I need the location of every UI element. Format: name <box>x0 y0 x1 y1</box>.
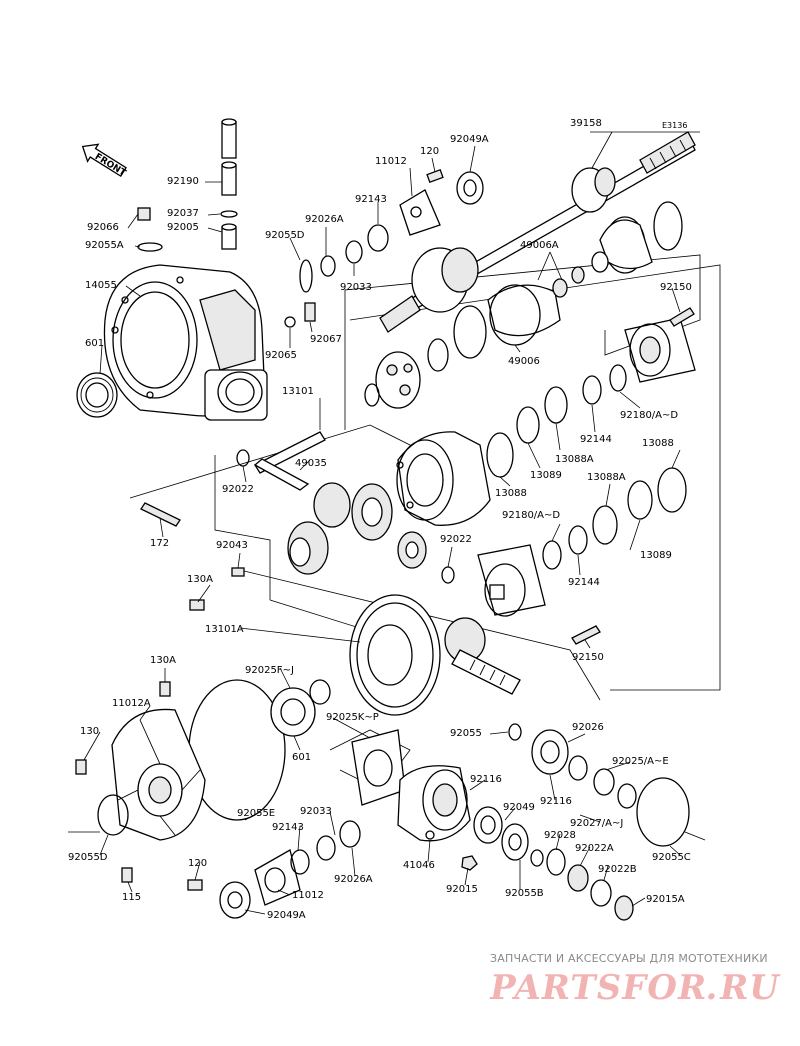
part-label-92055d: 92055D <box>265 230 305 241</box>
part-label-130a-bot: 130A <box>150 655 176 666</box>
part-label-92025-a-e: 92025/A~E <box>612 756 669 767</box>
ring-gear-pinion <box>349 594 521 716</box>
watermark-logo: PARTSFOR.RU <box>486 968 784 1008</box>
front-arrow-icon: FRONT <box>81 143 128 179</box>
part-label-92005: 92005 <box>167 222 199 233</box>
svg-text:E3136: E3136 <box>662 121 687 130</box>
part-label-92055e: 92055E <box>237 808 276 819</box>
part-label-92043: 92043 <box>216 540 248 551</box>
part-label-92055: 92055 <box>450 728 482 739</box>
part-label-92022-mid: 92022 <box>440 534 472 545</box>
part-label-92049: 92049 <box>503 802 535 813</box>
part-label-92027-a-j: 92027/A~J <box>570 818 624 829</box>
part-label-92026a-bot: 92026A <box>334 874 373 885</box>
part-label-120-bot: 120 <box>188 858 208 869</box>
part-label-13088-mid: 13088 <box>495 488 527 499</box>
part-label-14055: 14055 <box>85 280 117 291</box>
part-label-41046: 41046 <box>403 860 435 871</box>
part-label-11012: 11012 <box>375 156 407 167</box>
drive-shaft-assembly <box>299 131 696 409</box>
part-label-49035: 49035 <box>295 458 327 469</box>
part-label-115: 115 <box>122 892 142 903</box>
part-label-92049a: 92049A <box>450 134 489 145</box>
part-label-11012-bot: 11012 <box>292 890 324 901</box>
part-label-13088: 13088 <box>642 438 674 449</box>
part-label-92049a-bot: 92049A <box>267 910 306 921</box>
part-label-130a: 130A <box>187 574 213 585</box>
part-label-49006: 49006 <box>508 356 540 367</box>
part-label-92180-a-d: 92180/A~D <box>620 410 679 421</box>
differential-assembly <box>140 307 696 645</box>
part-label-601-bot: 601 <box>292 752 312 763</box>
part-label-92116-a: 92116 <box>470 774 502 785</box>
part-label-92028: 92028 <box>544 830 576 841</box>
part-label-92066: 92066 <box>87 222 119 233</box>
part-label-92150: 92150 <box>660 282 692 293</box>
part-label-49006a: 49006A <box>520 240 559 251</box>
part-label-92055a: 92055A <box>85 240 124 251</box>
part-label-172: 172 <box>150 538 170 549</box>
part-label-92015: 92015 <box>446 884 478 895</box>
part-label-92143: 92143 <box>355 194 387 205</box>
part-label-601: 601 <box>85 338 105 349</box>
part-label-92055c: 92055C <box>652 852 691 863</box>
part-label-92116-b: 92116 <box>540 796 572 807</box>
watermark-tagline: ЗАПЧАСТИ И АКСЕССУАРЫ ДЛЯ МОТОТЕХНИКИ <box>490 952 768 965</box>
part-label-92025f-j: 92025F~J <box>245 665 294 676</box>
part-label-11012a: 11012A <box>112 698 151 709</box>
part-label-92022a: 92022A <box>575 843 614 854</box>
part-label-13101: 13101 <box>282 386 314 397</box>
part-label-92150-mid: 92150 <box>572 652 604 663</box>
part-label-130: 130 <box>80 726 100 737</box>
part-label-13088a-mid: 13088A <box>587 472 626 483</box>
part-label-92180-a-d-mid: 92180/A~D <box>502 510 561 521</box>
part-label-92022b: 92022B <box>598 864 637 875</box>
part-label-92055d-bot: 92055D <box>68 852 108 863</box>
assembly-frames <box>129 254 721 791</box>
diagram-code-tag: E3136 <box>590 121 700 133</box>
part-label-13089: 13089 <box>530 470 562 481</box>
part-label-92144: 92144 <box>580 434 612 445</box>
part-label-92065: 92065 <box>265 350 297 361</box>
part-label-13089-mid: 13089 <box>640 550 672 561</box>
part-label-92143-bot: 92143 <box>272 822 304 833</box>
part-label-92033: 92033 <box>340 282 372 293</box>
part-label-92033-bot: 92033 <box>300 806 332 817</box>
part-label-13101a: 13101A <box>205 624 244 635</box>
part-label-92067: 92067 <box>310 334 342 345</box>
part-label-92026: 92026 <box>572 722 604 733</box>
part-label-39158: 39158 <box>570 118 602 129</box>
part-label-92190: 92190 <box>167 176 199 187</box>
part-label-92026a: 92026A <box>305 214 344 225</box>
leader-lines <box>68 131 706 915</box>
part-label-92055b: 92055B <box>505 888 544 899</box>
rear-housing-assembly <box>76 118 316 421</box>
part-label-92025k-p: 92025K~P <box>326 712 379 723</box>
part-label-92144-mid: 92144 <box>568 577 600 588</box>
part-label-92015a: 92015A <box>646 894 685 905</box>
part-label-120: 120 <box>420 146 440 157</box>
part-label-13088a: 13088A <box>555 454 594 465</box>
part-label-92022: 92022 <box>222 484 254 495</box>
part-label-92037: 92037 <box>167 208 199 219</box>
final-gear-cover-assembly <box>75 679 690 921</box>
